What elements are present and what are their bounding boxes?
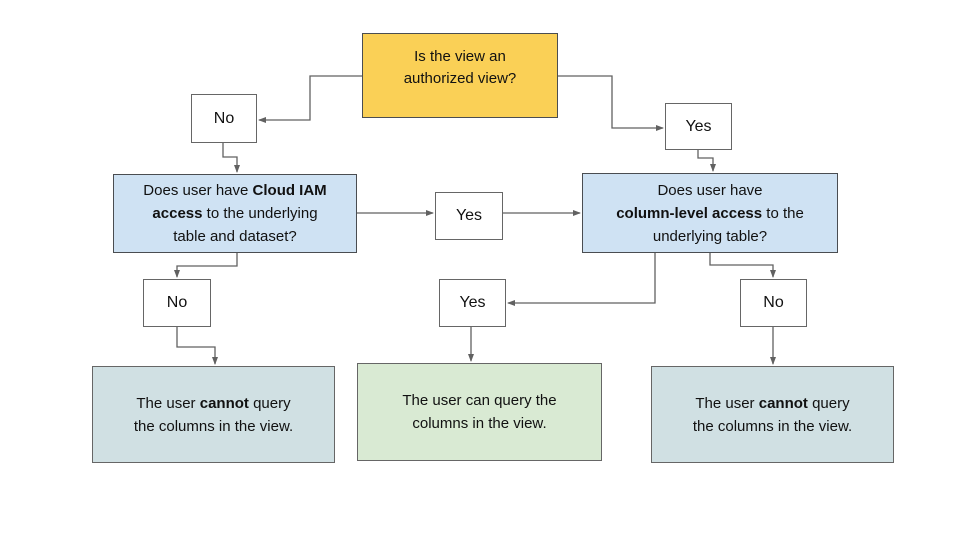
edge-no2-r1 [176,327,218,365]
answer-no-cloud-iam: No [143,279,211,327]
edge-yes1-q3 [697,150,716,172]
edge-q3-no3 [709,253,776,278]
answer-yes-cloud-iam: Yes [435,192,503,240]
answer-no-column-level: No [740,279,807,327]
edge-q1-yes1 [558,75,664,131]
edge-no1-q2 [222,143,240,173]
answer-yes-column-level: Yes [439,279,506,327]
answer-no-authorized-view: No [191,94,257,143]
answer-yes-authorized-view: Yes [665,103,732,150]
edge-q3-yes3 [507,253,656,306]
edge-q2-no2 [174,253,238,278]
edge-q1-no1 [258,75,362,123]
